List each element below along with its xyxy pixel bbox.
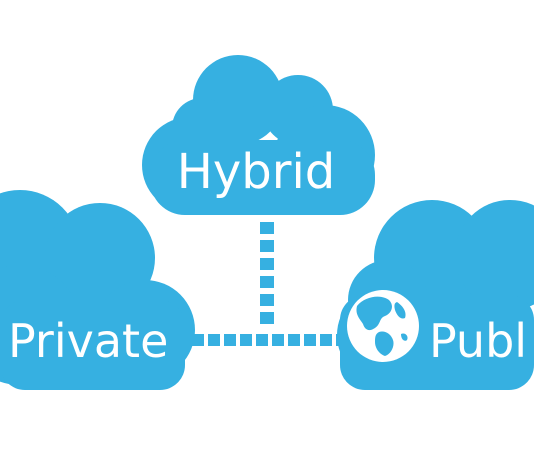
cloud-hybrid-label: Hybrid bbox=[177, 144, 336, 200]
cloud-private: Private bbox=[0, 190, 195, 390]
connectors bbox=[192, 222, 348, 346]
connector-hybrid-vertical bbox=[260, 222, 274, 324]
cloud-public: Publ bbox=[337, 200, 534, 390]
cloud-hybrid: Hybrid bbox=[142, 55, 375, 215]
cloud-private-label: Private bbox=[8, 314, 168, 368]
globe-icon bbox=[347, 290, 419, 362]
cloud-public-label: Publ bbox=[429, 314, 527, 368]
connector-horizontal bbox=[192, 334, 348, 346]
